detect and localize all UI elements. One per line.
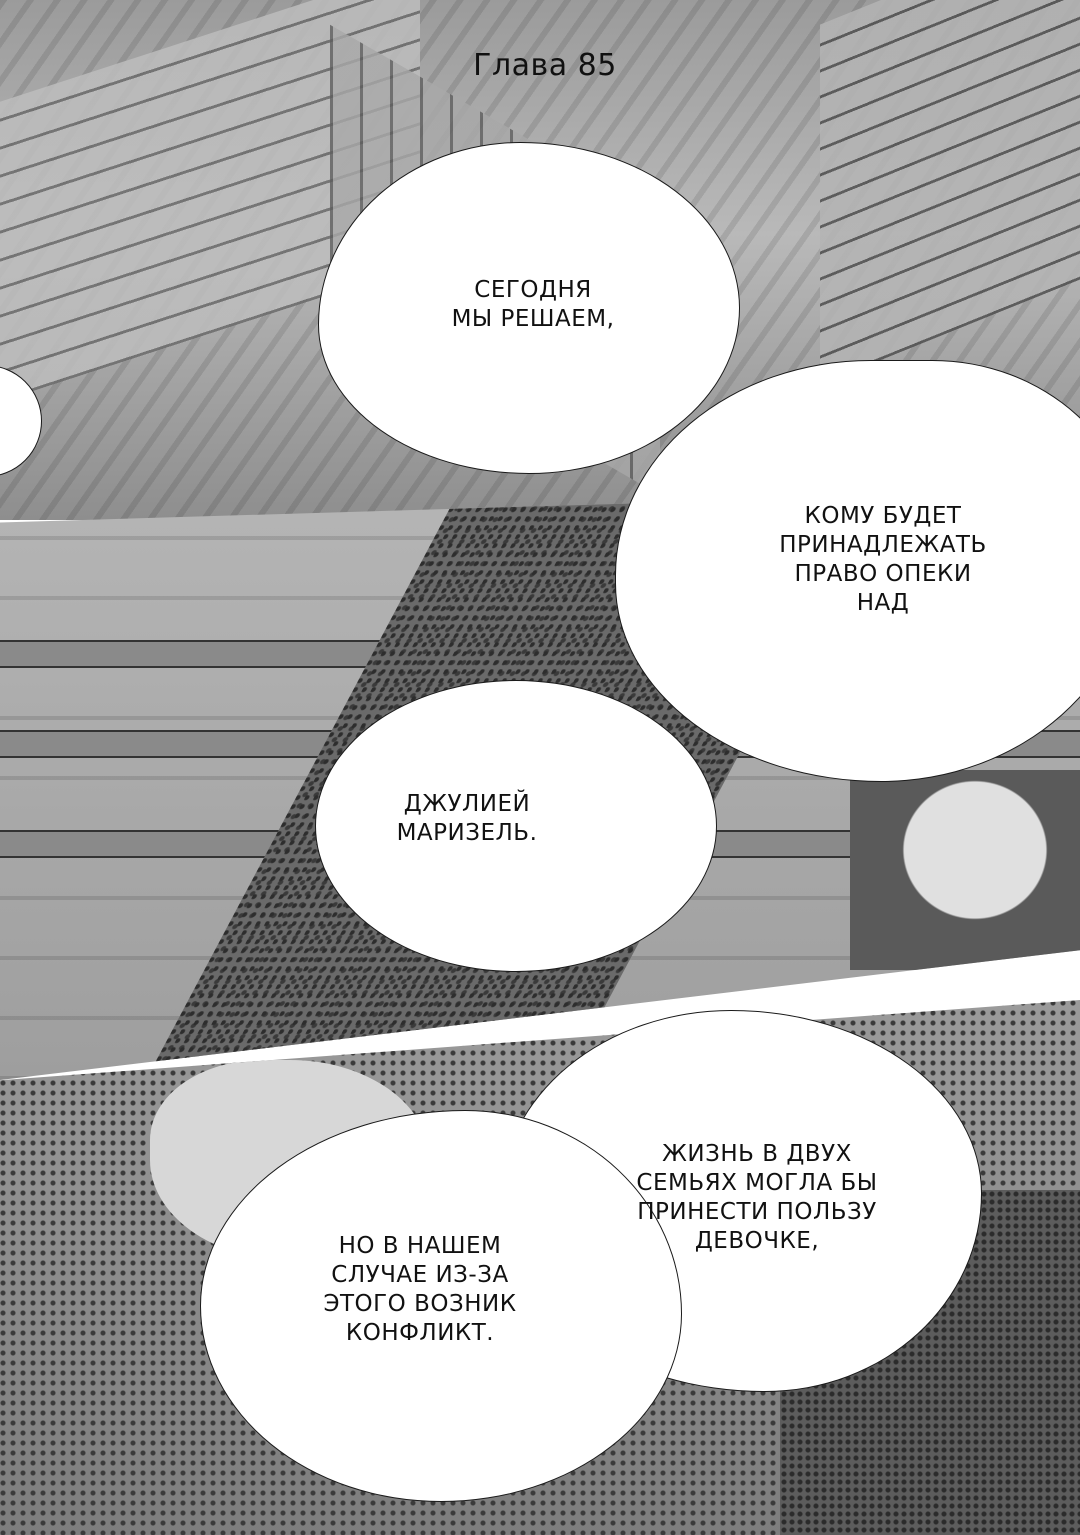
dialogue-text: Сегодня мы решаем, — [451, 277, 615, 332]
dialogue-text: кому будет принадлежать право опеки над — [779, 503, 987, 616]
chapter-title: Глава 85 — [473, 48, 617, 83]
speech-balloon — [615, 360, 1080, 782]
dialogue-text: но в нашем случае из-за этого возник кон… — [323, 1233, 517, 1346]
building-right — [820, 0, 1080, 385]
speech-balloon — [200, 1110, 682, 1502]
dialogue-text: Жизнь в двух семьях могла бы принести по… — [636, 1141, 878, 1254]
speech-balloon — [318, 142, 740, 474]
speech-balloon — [315, 680, 717, 972]
girl-figure — [850, 770, 1080, 970]
dialogue-text: Джулией Маризель. — [396, 791, 538, 846]
